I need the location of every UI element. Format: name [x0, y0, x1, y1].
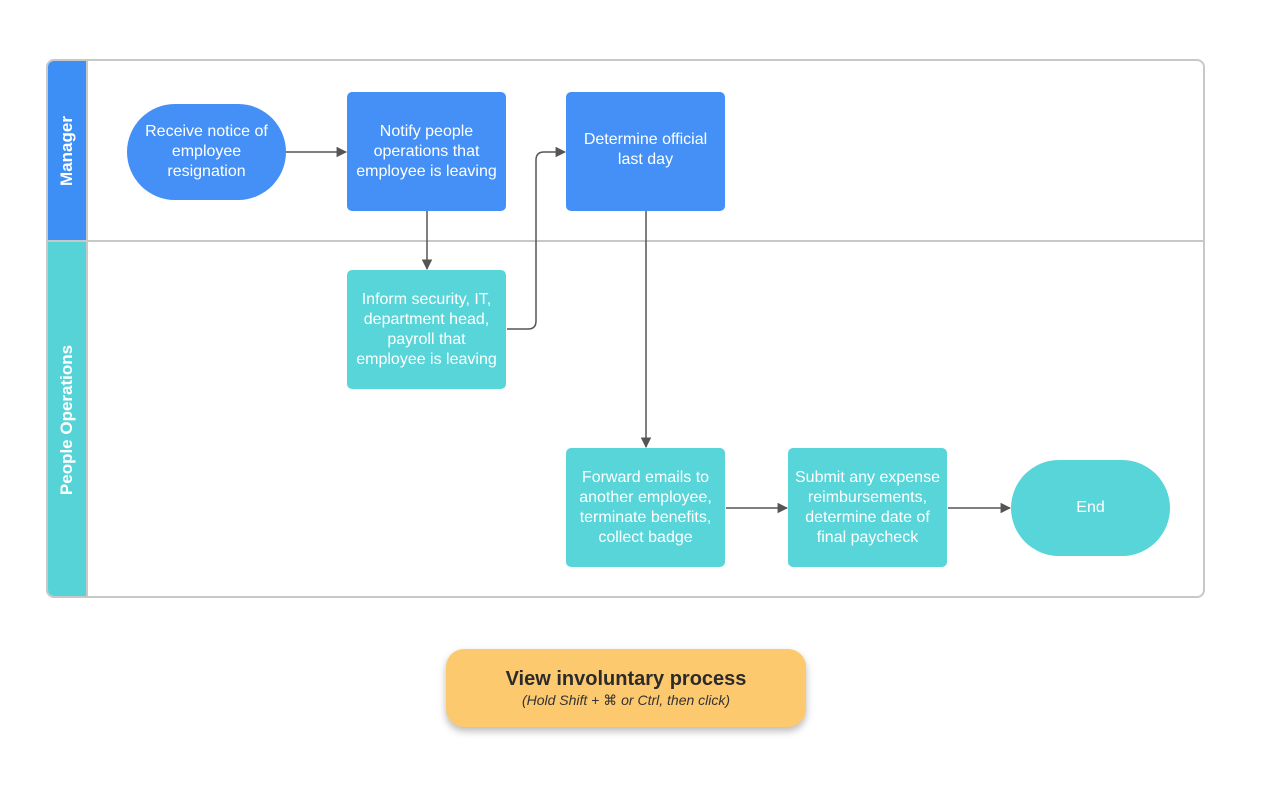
node-submit-reimbursements[interactable]: Submit any expense reimbursements, deter… [788, 448, 947, 567]
node-inform-security[interactable]: Inform security, IT, department head, pa… [347, 270, 506, 389]
edge-inform-to-determine [507, 146, 567, 330]
lane-header-manager: Manager [48, 61, 88, 241]
lane-divider [48, 240, 1203, 242]
node-forward-emails[interactable]: Forward emails to another employee, term… [566, 448, 725, 567]
node-notify-people-operations[interactable]: Notify people operations that employee i… [347, 92, 506, 211]
cta-hint: (Hold Shift + ⌘ or Ctrl, then click) [521, 692, 731, 708]
node-determine-last-day[interactable]: Determine official last day [566, 92, 725, 211]
node-receive-notice[interactable]: Receive notice of employee resignation [127, 104, 286, 200]
cta-title: View involuntary process [505, 668, 747, 690]
view-involuntary-process-button[interactable]: View involuntary process (Hold Shift + ⌘… [446, 649, 806, 727]
lane-header-people-operations: People Operations [48, 241, 88, 596]
node-end[interactable]: End [1011, 460, 1170, 556]
